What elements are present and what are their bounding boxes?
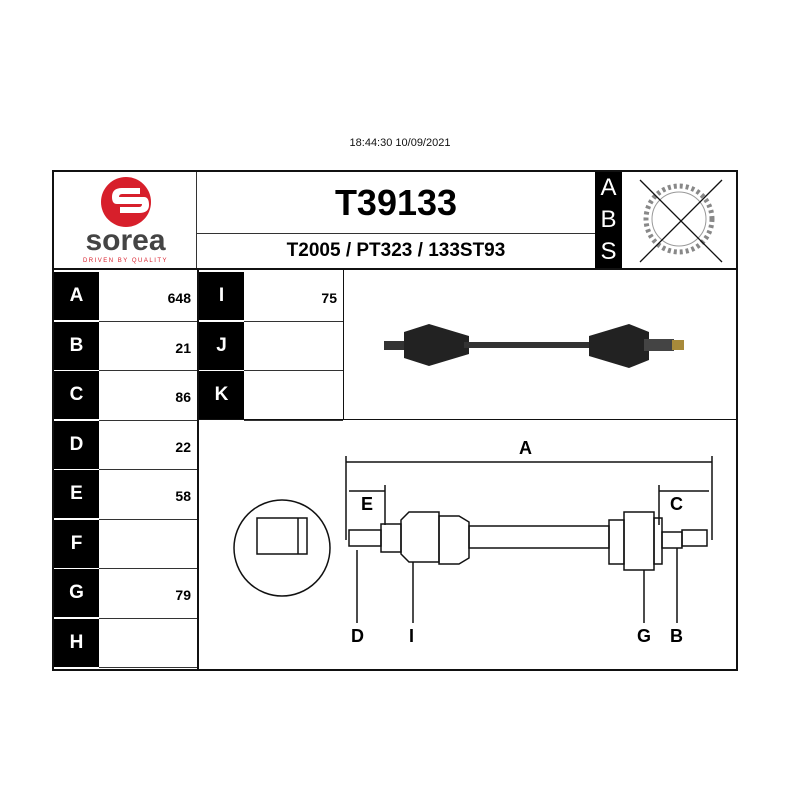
dim-label-f: F	[54, 519, 99, 568]
dim-label-k: K	[199, 371, 244, 419]
product-photo	[344, 272, 736, 418]
dim-label-d: D	[54, 420, 99, 469]
sorea-logo-icon	[101, 177, 151, 227]
dim-label-g: G	[54, 569, 99, 617]
diagram-label-d: D	[351, 626, 364, 646]
dim-value-e: 58	[99, 470, 197, 520]
dim-label-a: A	[54, 272, 99, 320]
diagram-label-c: C	[670, 494, 683, 514]
diagram-label-g: G	[637, 626, 652, 646]
dim-value-b: 21	[99, 322, 197, 371]
cross-references: T2005 / PT323 / 133ST93	[286, 240, 506, 261]
abs-letter-s: S	[600, 238, 617, 265]
dimension-diagram: A E C D I G B	[199, 420, 736, 669]
dim-value-k	[244, 371, 343, 421]
dim-value-i: 75	[244, 272, 343, 322]
dim-label-i: I	[199, 272, 244, 320]
dim-value-c: 86	[99, 371, 197, 421]
dim-label-c: C	[54, 371, 99, 419]
dim-label-j: J	[199, 321, 244, 370]
brand-tagline: DRIVEN BY QUALITY	[82, 258, 169, 264]
diagram-label-i: I	[409, 626, 415, 646]
diagram-label-a: A	[519, 438, 532, 458]
dim-label-e: E	[54, 470, 99, 518]
diagram-label-e: E	[361, 494, 374, 514]
abs-letter-a: A	[600, 174, 617, 201]
abs-ring-crossed-icon	[622, 172, 736, 268]
dim-value-h	[99, 619, 197, 668]
dim-value-j	[244, 322, 343, 371]
part-number: T39133	[197, 172, 595, 234]
dim-value-g: 79	[99, 569, 197, 619]
abs-label: A B S	[595, 172, 622, 268]
dim-value-d: 22	[99, 421, 197, 470]
diagram-label-b: B	[670, 626, 683, 646]
dim-label-b: B	[54, 321, 99, 370]
spec-sheet	[52, 170, 738, 671]
dim-label-h: H	[54, 618, 99, 667]
dim-value-a: 648	[99, 272, 197, 322]
timestamp: 18:44:30 10/09/2021	[349, 137, 451, 149]
brand-name: sorea	[85, 224, 166, 257]
dim-value-f	[99, 520, 197, 569]
abs-letter-b: B	[600, 206, 617, 233]
logo: sorea DRIVEN BY QUALITY	[54, 172, 197, 268]
